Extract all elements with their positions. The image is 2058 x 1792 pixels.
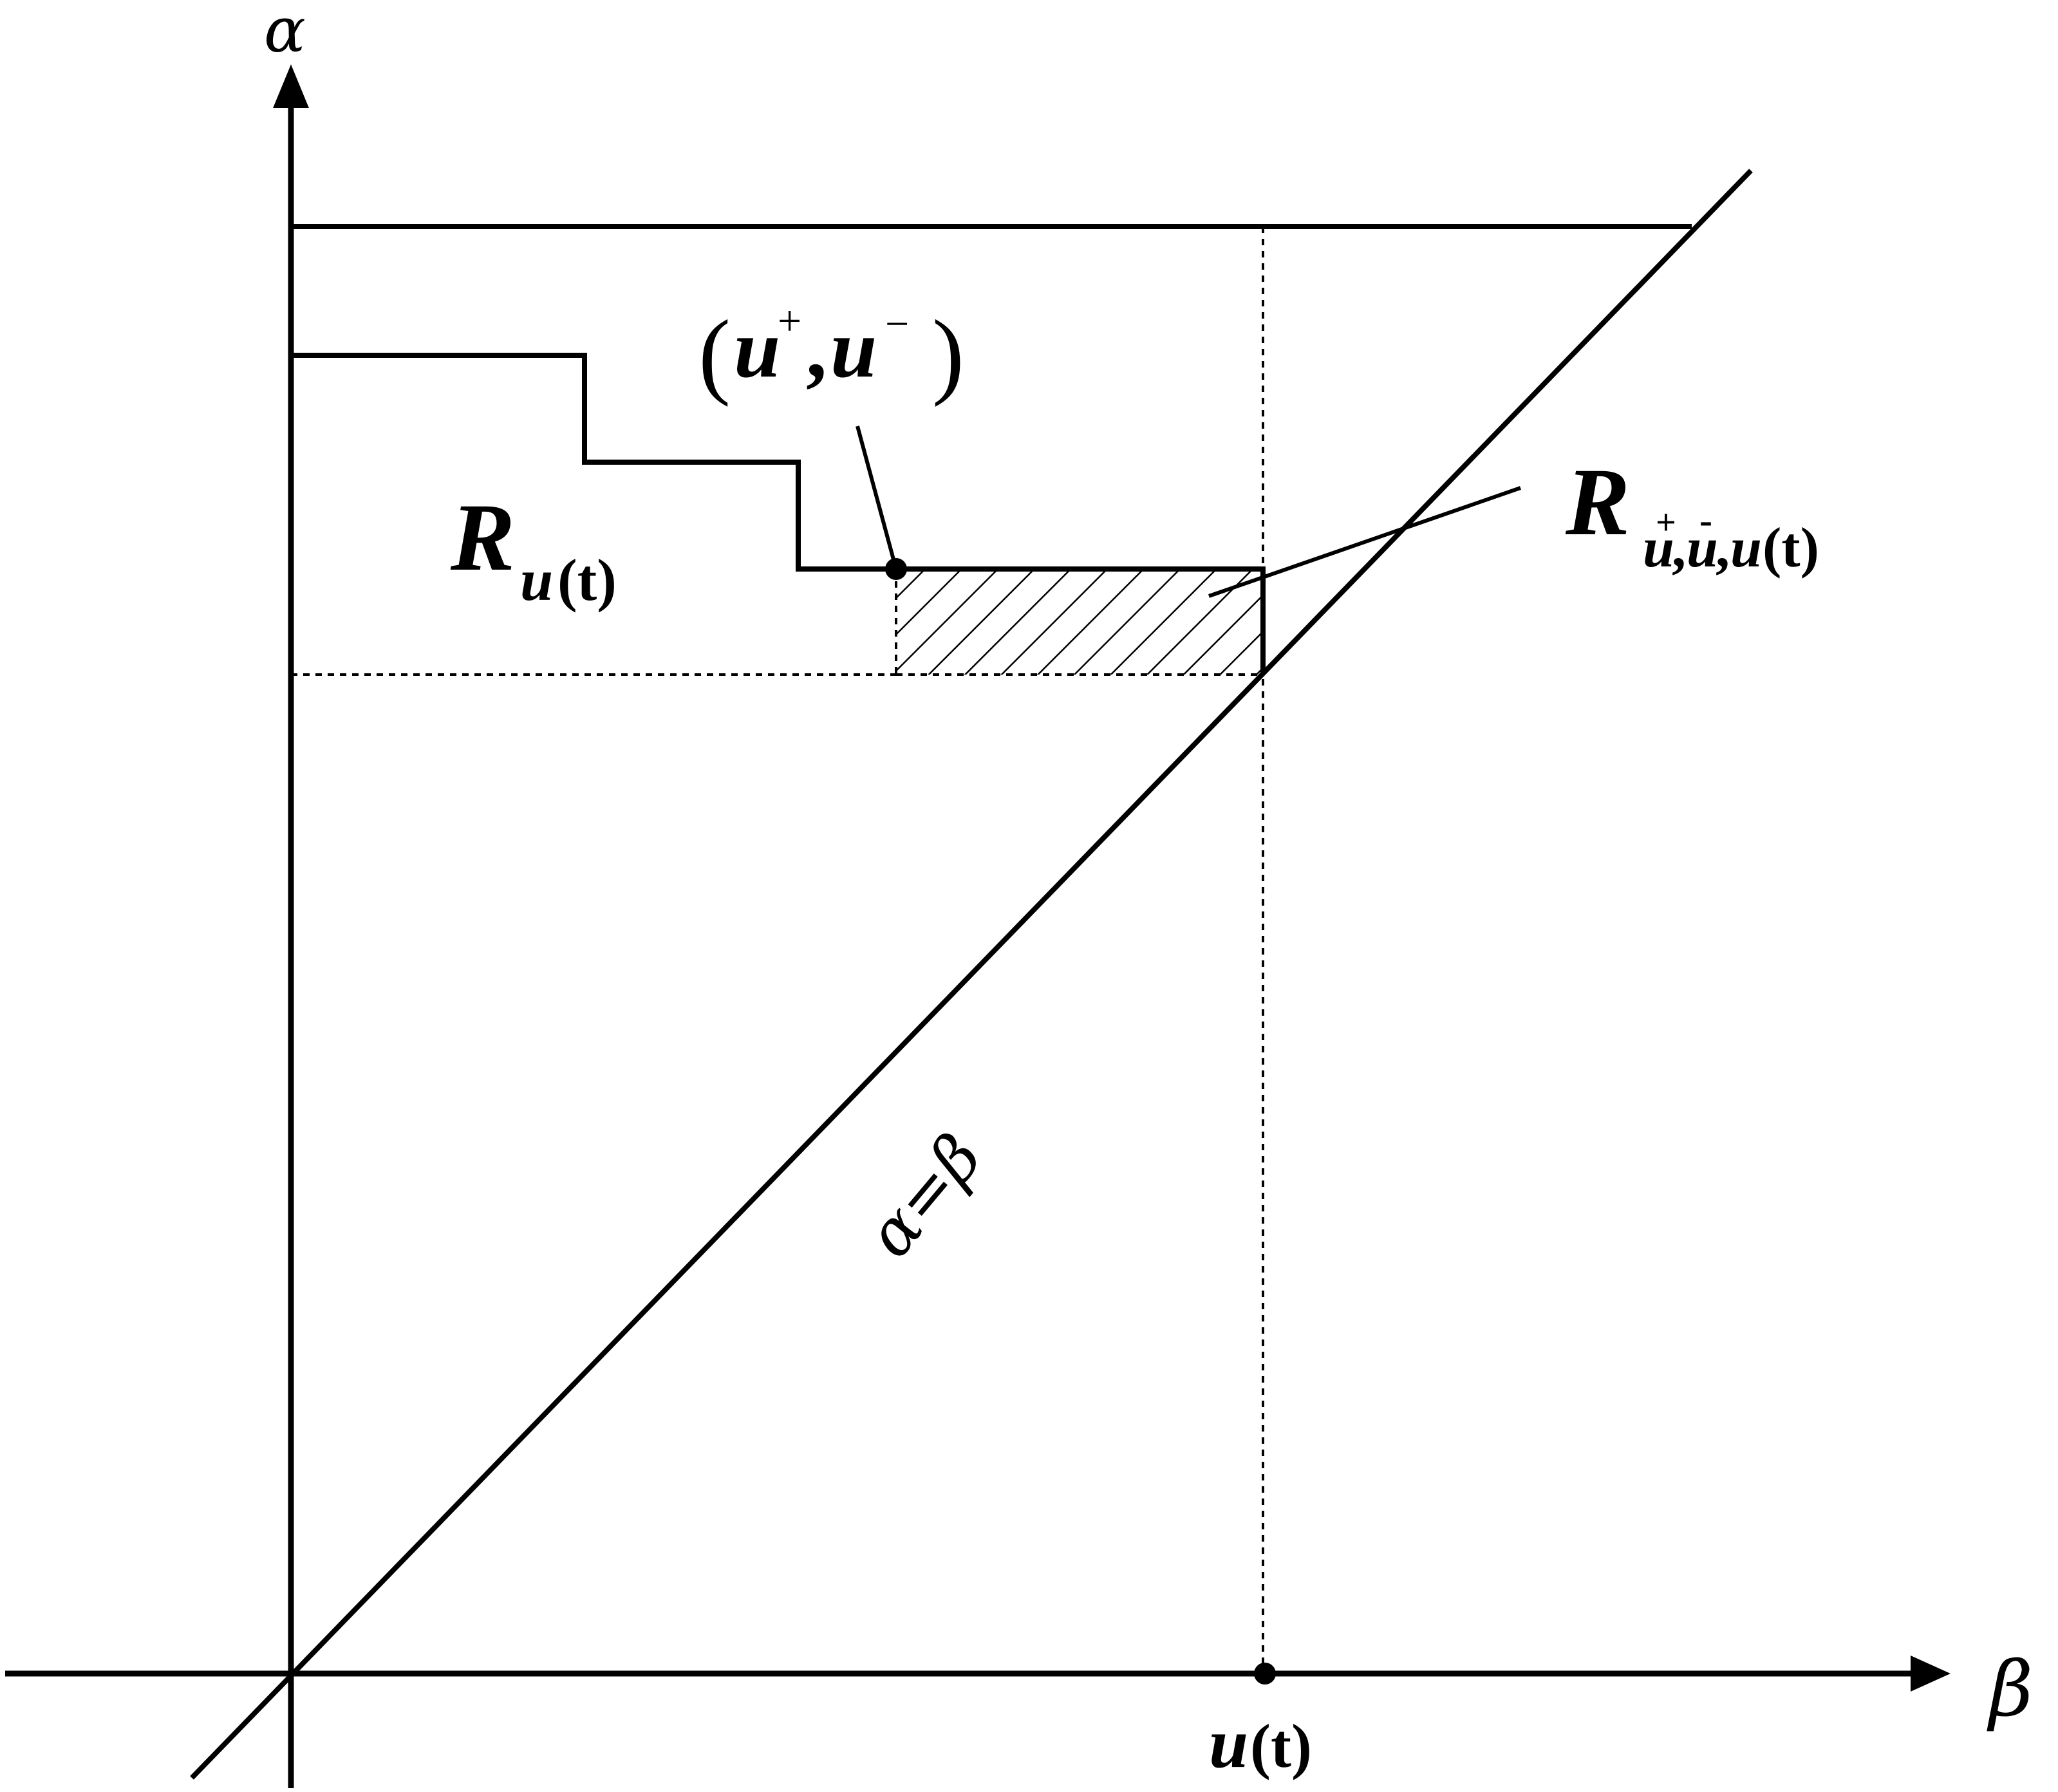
subregion-label-u1: u	[1643, 517, 1674, 579]
staircase-boundary	[291, 353, 1266, 675]
tick-label-var: u	[1209, 1704, 1248, 1782]
region-label-subscript-var: u	[520, 547, 553, 613]
region-label-main: R	[450, 484, 515, 591]
region-label: R u (t)	[450, 484, 617, 613]
point-label-u1: u	[734, 303, 780, 395]
alpha-axis-label: α	[264, 0, 306, 66]
subregion-label-minus: -	[1699, 499, 1712, 541]
point-label-minus: −	[885, 301, 909, 348]
subregion-leader-line	[1208, 486, 1521, 598]
point-u-plus-u-minus	[885, 558, 907, 580]
point-label-plus: +	[778, 297, 801, 344]
subregion-label: R + u , - u , u (t)	[1565, 449, 1819, 579]
tick-label-u-t: u (t)	[1209, 1704, 1312, 1782]
subregion-label-paren: (t)	[1763, 517, 1819, 579]
point-u-t	[1254, 1663, 1276, 1685]
subregion-label-main: R	[1565, 449, 1630, 555]
subregion-label-u2: u	[1687, 517, 1718, 579]
point-label-comma: ,	[806, 303, 827, 395]
region-label-subscript-paren: (t)	[557, 547, 617, 613]
point-label-close-paren: )	[932, 301, 964, 407]
point-label-open-paren: (	[698, 301, 731, 407]
subregion-label-u3: u	[1730, 517, 1762, 579]
point-label: ( u + , u − )	[698, 297, 964, 407]
subregion-label-plus: +	[1656, 503, 1676, 543]
point-label-u2: u	[830, 303, 877, 395]
subregion-label-sep2: ,	[1716, 517, 1730, 579]
beta-axis-arrowhead	[1911, 1656, 1950, 1692]
diagonal-line	[190, 169, 1753, 1780]
tick-label-paren: (t)	[1250, 1712, 1312, 1780]
point-leader-line	[856, 425, 898, 570]
hatched-subregion	[896, 569, 1263, 675]
beta-axis-label: β	[1987, 1645, 2033, 1733]
subregion-label-sep1: ,	[1672, 517, 1686, 579]
diagonal-label: α=β	[852, 1120, 996, 1271]
alpha-axis-arrowhead	[273, 64, 309, 108]
